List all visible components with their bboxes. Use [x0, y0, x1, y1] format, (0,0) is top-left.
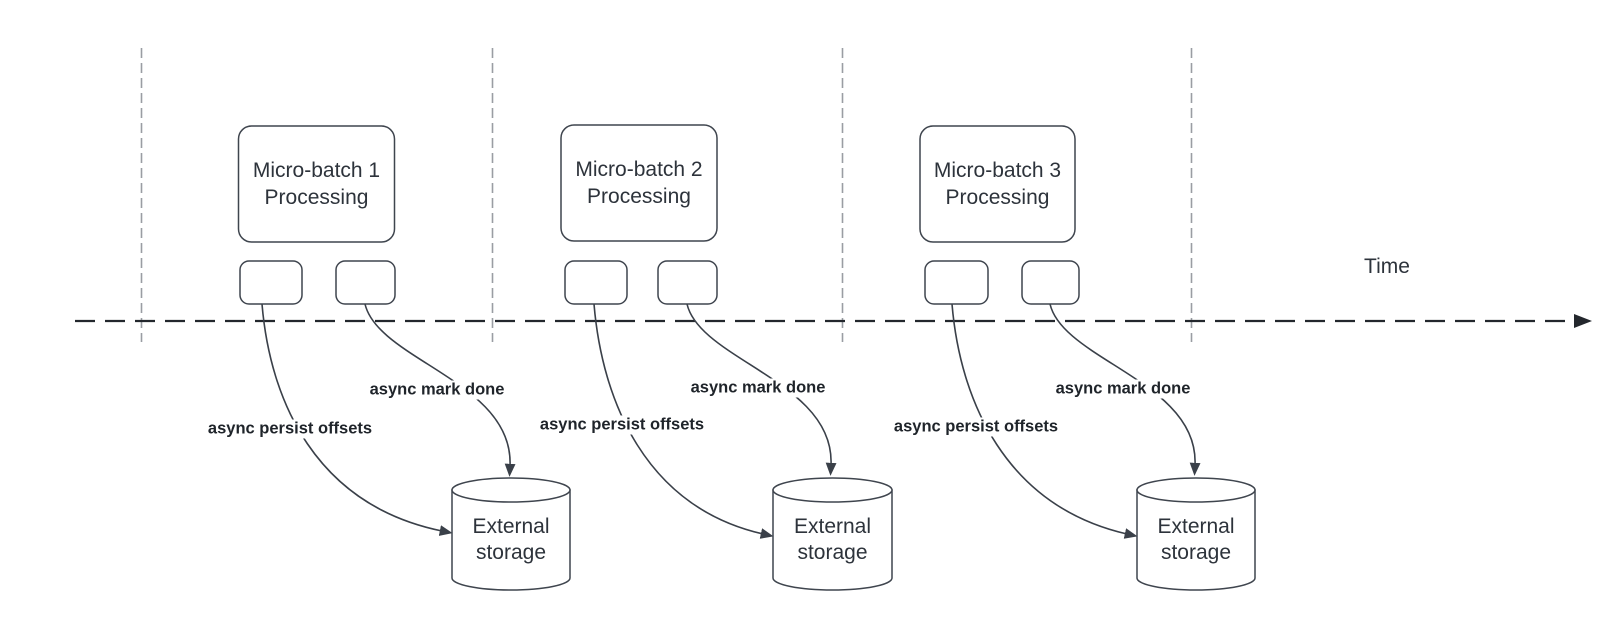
- async-mark-done-label-3: async mark done: [1052, 379, 1194, 399]
- async-mark-done-label-1: async mark done: [366, 380, 508, 400]
- async-persist-offsets-label-2: async persist offsets: [536, 415, 708, 435]
- async-mark-done-connector-1: [364, 303, 516, 477]
- external-storage-cylinder-3: [1136, 477, 1256, 591]
- async-persist-offsets-label-3: async persist offsets: [890, 417, 1062, 437]
- external-storage-cylinder-2: [772, 477, 893, 591]
- mark-done-source-box-3: [1021, 260, 1080, 305]
- time-gridlines: [140, 48, 1193, 342]
- mark-done-source-box-1: [335, 260, 396, 305]
- persist-offsets-source-box-2: [564, 260, 628, 305]
- async-mark-done-connector-3: [1049, 303, 1201, 476]
- micro-batch-1-group: [237, 125, 571, 591]
- async-persist-offsets-connector-2: [593, 303, 774, 539]
- external-storage-label-2: External storage: [793, 515, 872, 564]
- external-storage-label-1: External storage: [472, 515, 550, 564]
- time-axis-label: Time: [1364, 255, 1410, 278]
- external-storage-label-3: External storage: [1157, 515, 1235, 564]
- micro-batch-1-processing-box: [237, 125, 396, 243]
- micro-batch-3-group: [919, 125, 1256, 591]
- micro-batch-2-label: Micro-batch 2 Processing: [575, 158, 703, 208]
- micro-batch-1-label: Micro-batch 1 Processing: [252, 159, 381, 209]
- micro-batch-2-group: [560, 124, 893, 591]
- persist-offsets-source-box-1: [239, 260, 303, 305]
- external-storage-cylinder-1: [451, 477, 571, 591]
- async-persist-offsets-connector-3: [951, 303, 1138, 539]
- async-persist-offsets-connector-1: [261, 303, 453, 536]
- persist-offsets-source-box-3: [924, 260, 989, 305]
- micro-batch-3-label: Micro-batch 3 Processing: [933, 159, 1062, 209]
- mark-done-source-box-2: [657, 260, 718, 305]
- async-mark-done-label-2: async mark done: [687, 378, 829, 398]
- micro-batch-2-processing-box: [560, 124, 718, 242]
- async-persist-offsets-label-1: async persist offsets: [204, 419, 376, 439]
- micro-batch-3-processing-box: [919, 125, 1076, 243]
- async-mark-done-connector-2: [686, 303, 837, 476]
